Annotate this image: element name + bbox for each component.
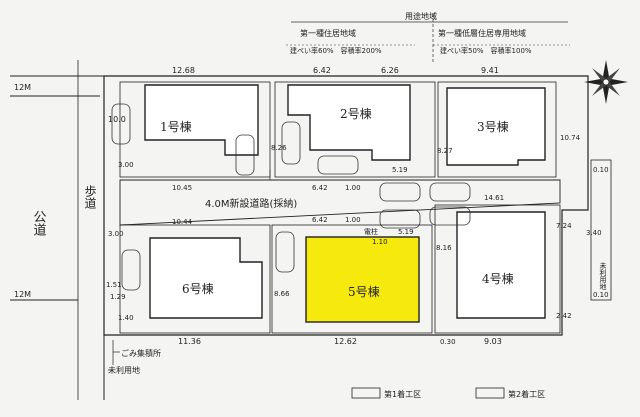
- dim-1044: 10.44: [172, 218, 193, 226]
- dim-151: 1.51: [106, 281, 122, 289]
- new-road: [119, 179, 561, 226]
- house-2: [287, 84, 411, 161]
- dim-642b: 6.42: [312, 216, 328, 224]
- dim-top-1: 12.68: [172, 66, 195, 75]
- dim-030: 0.30: [440, 338, 456, 346]
- dim-519b: 5.19: [398, 228, 414, 236]
- sidewalk-label: 歩道: [83, 184, 97, 209]
- unused-land-right: 未利用地: [599, 261, 607, 290]
- house-5: [305, 236, 420, 323]
- lot-4: [434, 204, 561, 334]
- dim-010b: 0.10: [593, 291, 609, 299]
- garbage-label: ごみ集積所: [121, 348, 161, 358]
- house-4-label: 4号棟: [482, 271, 514, 286]
- dim-866: 8.66: [274, 290, 290, 298]
- dim-1074: 10.74: [560, 134, 581, 142]
- house-3: [446, 87, 546, 166]
- dim-100b: 1.00: [345, 216, 361, 224]
- lot-2: [274, 81, 436, 178]
- dim-1461: 14.61: [484, 194, 504, 202]
- zone1-ratio: 建ぺい率60% 容積率200%: [290, 46, 382, 55]
- house-1-label: 1号棟: [160, 119, 192, 134]
- dim-left-1: 10.0: [108, 115, 126, 124]
- dim-1045: 10.45: [172, 184, 192, 192]
- legend-item-2: 第2着工区: [508, 389, 545, 399]
- dim-010a: 0.10: [593, 166, 609, 174]
- house-3-label: 3号棟: [477, 119, 509, 134]
- zone2-name: 第一種低層住居専用地域: [438, 28, 526, 38]
- dim-140: 1.40: [118, 314, 134, 322]
- north-arrow-icon: [584, 60, 628, 104]
- dim-top-3: 6.26: [381, 66, 399, 75]
- new-road-label: 4.0M新設道路(採納): [205, 197, 297, 210]
- dim-300a: 3.00: [118, 161, 134, 169]
- public-road-label: 公道: [31, 210, 47, 236]
- public-road-width-top: 12M: [14, 83, 31, 92]
- dim-300b: 3.00: [108, 230, 124, 238]
- zoning-title: 用途地域: [405, 11, 437, 21]
- dim-724: 7.24: [556, 222, 572, 230]
- car-icons: [111, 103, 471, 291]
- dim-242: 2.42: [556, 312, 572, 320]
- unused-strip: [590, 159, 612, 301]
- lot-1: [119, 81, 271, 178]
- dim-1262: 12.62: [334, 337, 357, 346]
- public-road-width-bottom: 12M: [14, 290, 31, 299]
- dim-top-4: 9.41: [481, 66, 499, 75]
- dim-816: 8.16: [436, 244, 452, 252]
- house-1: [144, 84, 259, 156]
- dim-100a: 1.00: [345, 184, 361, 192]
- house-6: [149, 237, 263, 319]
- zone2-ratio: 建ぺい率50% 容積率100%: [440, 46, 532, 55]
- lot-5: [271, 224, 433, 334]
- dim-826: 8.26: [271, 144, 287, 152]
- dim-903: 9.03: [484, 337, 502, 346]
- zone1-name: 第一種住居地域: [300, 28, 356, 38]
- lot-6: [119, 224, 271, 334]
- dim-340: 3.40: [586, 229, 602, 237]
- house-6-label: 6号棟: [182, 281, 214, 296]
- lot-3: [437, 81, 557, 178]
- house-5-label: 5号棟: [348, 284, 380, 299]
- dim-110: 1.10: [372, 238, 388, 246]
- site-boundary: [103, 75, 589, 336]
- house-4: [456, 211, 546, 319]
- denchu-label: 電柱: [364, 227, 378, 236]
- house-2-label: 2号棟: [340, 106, 372, 121]
- dim-1136: 11.36: [178, 337, 201, 346]
- unused-land-label: 未利用地: [108, 365, 140, 375]
- legend-item-1: 第1着工区: [384, 389, 421, 399]
- legend-swatch-2: [475, 387, 505, 399]
- dim-642a: 6.42: [312, 184, 328, 192]
- dim-519a: 5.19: [392, 166, 408, 174]
- dim-827: 8.27: [437, 147, 453, 155]
- legend-swatch-1: [351, 387, 381, 399]
- dim-129: 1.29: [110, 293, 126, 301]
- dim-top-2: 6.42: [313, 66, 331, 75]
